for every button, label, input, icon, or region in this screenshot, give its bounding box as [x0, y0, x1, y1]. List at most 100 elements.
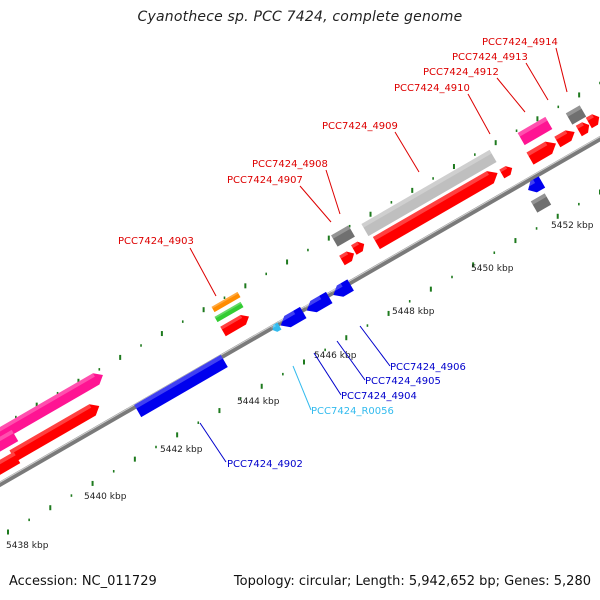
gene-orange-shape: [211, 291, 241, 313]
gene-rna-edge-shading: [0, 429, 14, 449]
kbp-label: 5448 kbp: [392, 307, 435, 317]
gene-trna-R0056[interactable]: [270, 322, 282, 334]
gene-cds-4909[interactable]: [372, 167, 501, 250]
gene-rev-4906[interactable]: [330, 279, 354, 300]
gene-label-top[interactable]: PCC7424_4914: [482, 37, 558, 48]
label-leader-line: [525, 62, 549, 101]
label-leader-line: [199, 422, 227, 463]
gene-rev-4905-shape: [306, 291, 333, 313]
gene-trna-R0056-shading: [270, 324, 276, 329]
gene-cds-edge-shading: [0, 451, 16, 471]
gene-rna-edge[interactable]: [0, 429, 19, 457]
label-leader-line: [555, 47, 568, 93]
accession-text: Accession: NC_011729: [9, 574, 157, 589]
gene-label-top[interactable]: PCC7424_4903: [118, 236, 194, 247]
gene-label-bottom[interactable]: PCC7424_4906: [390, 362, 466, 373]
gene-label-bottom[interactable]: PCC7424_4905: [365, 376, 441, 387]
gene-label-bottom[interactable]: PCC7424_4904: [341, 391, 417, 402]
gene-trna-R0056-shape: [272, 322, 282, 332]
gene-cds-left[interactable]: [9, 400, 102, 462]
gene-rev-4902[interactable]: [134, 354, 228, 418]
gene-cds-4907[interactable]: [339, 249, 357, 266]
gene-rev-4905-shading: [303, 295, 322, 309]
gene-other-4907[interactable]: [331, 225, 355, 247]
gene-cds-4903-shape: [220, 315, 249, 337]
gene-label-top[interactable]: PCC7424_4909: [322, 121, 398, 132]
gene-cds-4912[interactable]: [526, 137, 560, 165]
gene-label-top[interactable]: PCC7424_4907: [227, 175, 303, 186]
gene-rna-4912-shading: [517, 116, 548, 137]
gene-rna-left-shading: [0, 373, 95, 433]
label-leader-line: [313, 352, 342, 396]
gene-other-4914-shading: [565, 105, 582, 117]
gene-other-right[interactable]: [530, 193, 552, 213]
kbp-label: 5450 kbp: [471, 264, 514, 274]
kbp-label: 5444 kbp: [237, 397, 280, 407]
gene-label-bottom[interactable]: PCC7424_4902: [227, 459, 303, 470]
genome-info-text: Topology: circular; Length: 5,942,652 bp…: [233, 574, 591, 589]
label-leader-line: [394, 131, 420, 173]
kbp-label: 5446 kbp: [314, 351, 357, 361]
gene-rna-left[interactable]: [0, 369, 106, 441]
label-leader-line: [336, 340, 366, 381]
gene-other-4914-shape: [565, 105, 587, 125]
gene-rev-4904-shape: [280, 306, 307, 328]
gene-cds-4913[interactable]: [554, 127, 577, 148]
gene-cds-left-shape: [9, 404, 100, 462]
gene-label-top[interactable]: PCC7424_4913: [452, 52, 528, 63]
gene-rev-4902-shape: [134, 354, 228, 418]
gene-cds-4913-shading: [554, 130, 568, 140]
gene-label-bottom[interactable]: PCC7424_R0056: [311, 406, 394, 417]
kbp-label: 5442 kbp: [160, 445, 203, 455]
gene-cds-4909-shading: [372, 171, 489, 241]
kbp-label: 5452 kbp: [551, 221, 594, 231]
gene-other-4907-shape: [331, 225, 355, 247]
gene-cds-4913-shape: [554, 130, 575, 148]
gene-other-4914[interactable]: [565, 105, 587, 125]
gene-pseudo-4909[interactable]: [361, 149, 497, 237]
gene-green[interactable]: [214, 301, 244, 323]
gene-cds-4914-shading: [575, 122, 584, 129]
gene-cds-4908-shape: [351, 241, 365, 255]
gene-pseudo-4909-shape: [361, 149, 497, 237]
gene-cds-4903[interactable]: [220, 312, 251, 337]
gene-orange[interactable]: [211, 291, 241, 313]
gene-cds-4912-shading: [526, 141, 548, 157]
gene-rev-4905[interactable]: [303, 291, 333, 316]
gene-rev-right-shading: [524, 179, 536, 188]
gene-orange-shading: [211, 291, 239, 309]
gene-rev-right[interactable]: [524, 176, 546, 195]
kbp-label: 5438 kbp: [6, 541, 49, 551]
gene-cds-4908[interactable]: [351, 239, 367, 255]
gene-rev-4904[interactable]: [277, 306, 307, 331]
gene-rna-left-shape: [0, 373, 103, 441]
gene-cds-4910[interactable]: [499, 164, 514, 179]
gene-cds-4908-shading: [351, 241, 359, 249]
gene-rev-4906-shape: [333, 279, 354, 297]
gene-cds-4910-shading: [499, 166, 508, 173]
gene-cds-4914-shape: [575, 122, 590, 137]
label-leader-line: [189, 247, 217, 297]
gene-cds-4910-shape: [499, 166, 513, 179]
gene-cds-edge-right[interactable]: [585, 112, 600, 129]
label-leader-line: [325, 169, 341, 215]
gene-green-shading: [214, 301, 242, 319]
gene-label-top[interactable]: PCC7424_4910: [394, 83, 470, 94]
gene-other-right-shape: [530, 193, 552, 213]
label-leader-line: [496, 77, 526, 113]
gene-rna-4912-shape: [517, 116, 553, 146]
gene-label-top[interactable]: PCC7424_4912: [423, 67, 499, 78]
label-leader-line: [467, 93, 491, 135]
gene-cds-4914[interactable]: [575, 120, 592, 137]
gene-cds-left-shading: [9, 404, 92, 454]
label-leader-line: [299, 185, 332, 223]
gene-pseudo-4909-shading: [361, 149, 492, 228]
gene-label-top[interactable]: PCC7424_4908: [252, 159, 328, 170]
gene-cds-edge-shape: [0, 451, 21, 479]
gene-cds-edge[interactable]: [0, 451, 21, 479]
gene-rev-4906-shading: [330, 283, 343, 293]
gene-cds-4907-shading: [339, 251, 349, 259]
gene-rev-4904-shading: [277, 310, 296, 324]
gene-rna-4912[interactable]: [517, 116, 553, 146]
map-title: Cyanothece sp. PCC 7424, complete genome: [137, 9, 463, 25]
